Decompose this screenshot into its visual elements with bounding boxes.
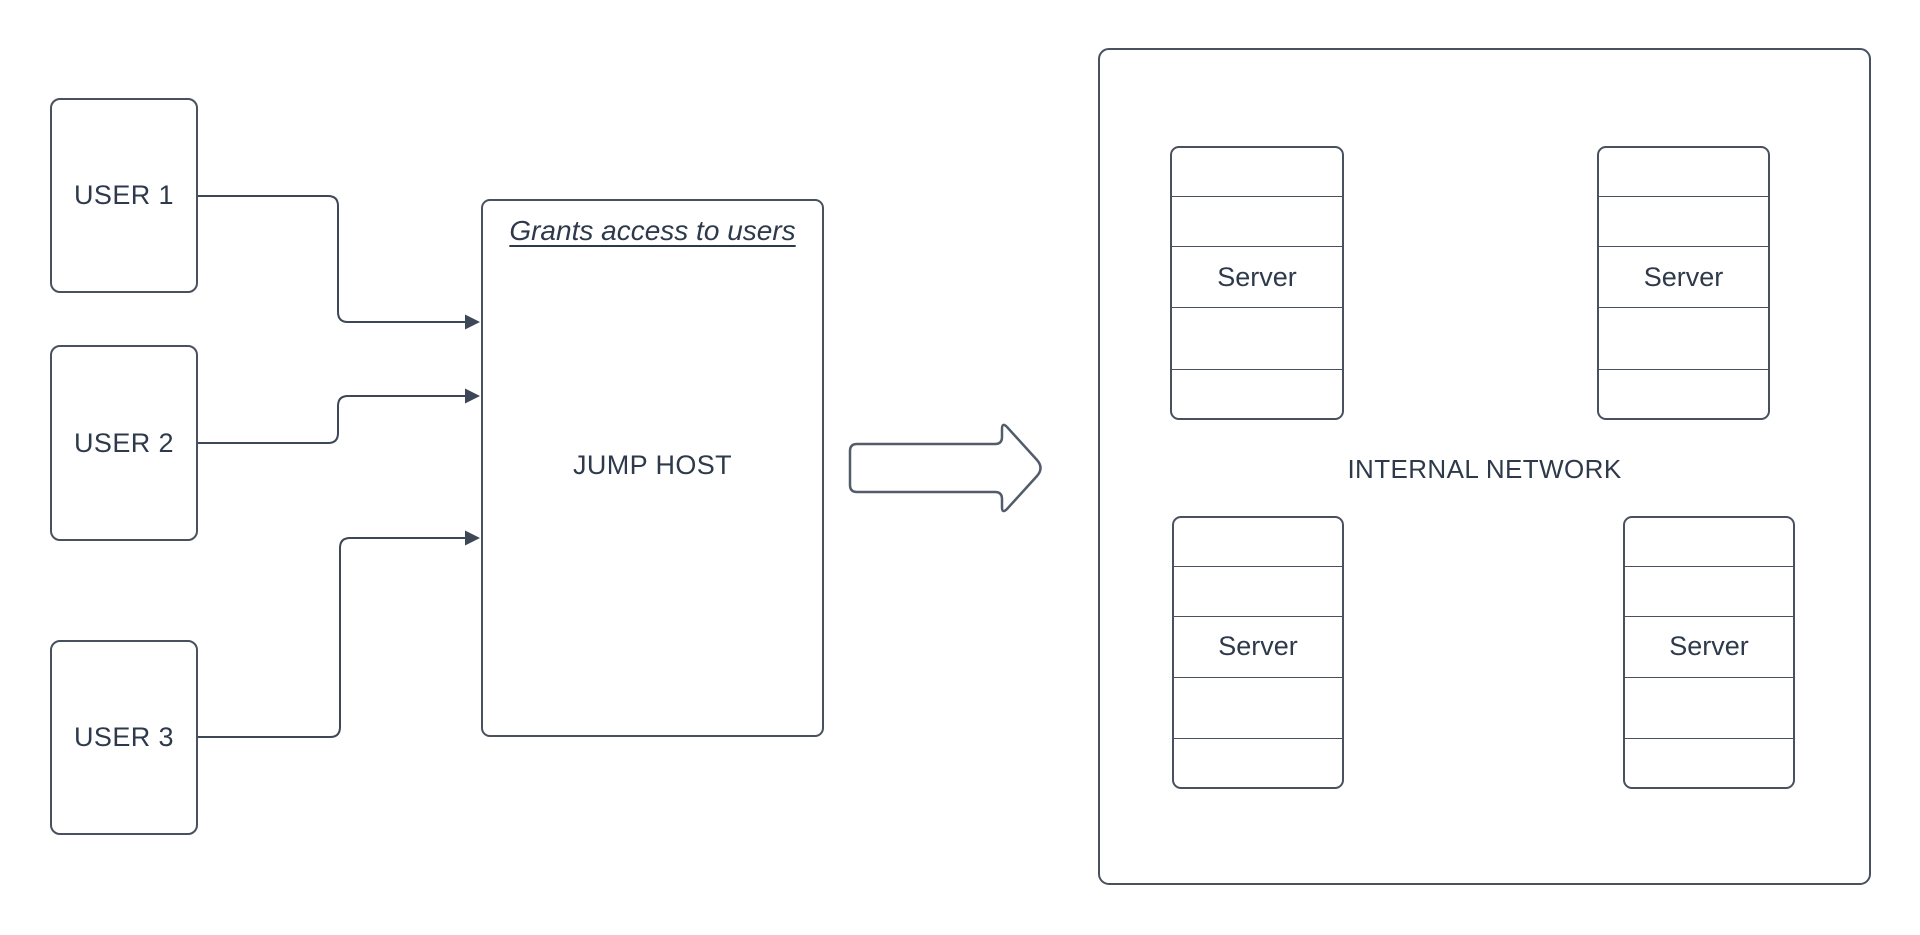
user-3-label: USER 3	[74, 722, 174, 752]
user-2-label: USER 2	[74, 427, 174, 458]
server-node-bottom-left[interactable]: Server	[1172, 516, 1344, 789]
user-3-node[interactable]: USER 3	[50, 640, 198, 835]
server-rack-slot	[1625, 678, 1793, 739]
server-label: Server	[1643, 261, 1724, 292]
jump-host-node[interactable]: Grants access to users JUMP HOST	[481, 199, 824, 737]
user-1-label: USER 1	[74, 180, 174, 210]
arrowhead-user1	[465, 314, 480, 330]
server-rack-slot: Server	[1625, 617, 1793, 678]
connector-user3-to-jumphost[interactable]	[198, 530, 480, 738]
server-label: Server	[1218, 631, 1298, 662]
server-rack-slot	[1599, 370, 1768, 418]
jump-host-annotation: Grants access to users	[509, 215, 796, 246]
server-rack-slot: Server	[1172, 247, 1342, 309]
server-node-top-right[interactable]: Server	[1597, 146, 1770, 420]
server-rack-slot	[1625, 518, 1793, 568]
server-rack-slot	[1599, 308, 1768, 370]
server-rack-slot	[1625, 739, 1793, 787]
server-rack-slot	[1625, 567, 1793, 617]
server-label: Server	[1669, 631, 1749, 662]
server-rack-slot	[1172, 370, 1342, 418]
server-rack-slot	[1174, 518, 1342, 568]
flow-block-arrow-icon[interactable]	[848, 423, 1042, 513]
internal-network-label: INTERNAL NETWORK	[1347, 454, 1622, 484]
arrowhead-user2	[465, 388, 480, 404]
arrowhead-user3	[465, 530, 480, 546]
server-rack-slot: Server	[1599, 247, 1768, 309]
internal-network-node[interactable]: INTERNAL NETWORK	[1098, 48, 1871, 885]
server-rack-slot	[1174, 678, 1342, 739]
user-1-node[interactable]: USER 1	[50, 98, 198, 293]
connector-user1-to-jumphost[interactable]	[198, 195, 480, 330]
connector-user2-to-jumphost[interactable]	[198, 388, 480, 444]
server-rack-slot	[1172, 308, 1342, 370]
server-rack-slot	[1599, 197, 1768, 247]
server-label: Server	[1217, 261, 1297, 292]
server-node-top-left[interactable]: Server	[1170, 146, 1344, 420]
server-rack-slot	[1599, 148, 1768, 198]
server-node-bottom-right[interactable]: Server	[1623, 516, 1795, 789]
server-rack-slot	[1172, 197, 1342, 247]
jump-host-label: JUMP HOST	[572, 450, 733, 481]
user-2-node[interactable]: USER 2	[50, 345, 198, 541]
server-rack-slot	[1174, 739, 1342, 787]
server-rack-slot: Server	[1174, 617, 1342, 678]
server-rack-slot	[1172, 148, 1342, 198]
server-rack-slot	[1174, 567, 1342, 617]
